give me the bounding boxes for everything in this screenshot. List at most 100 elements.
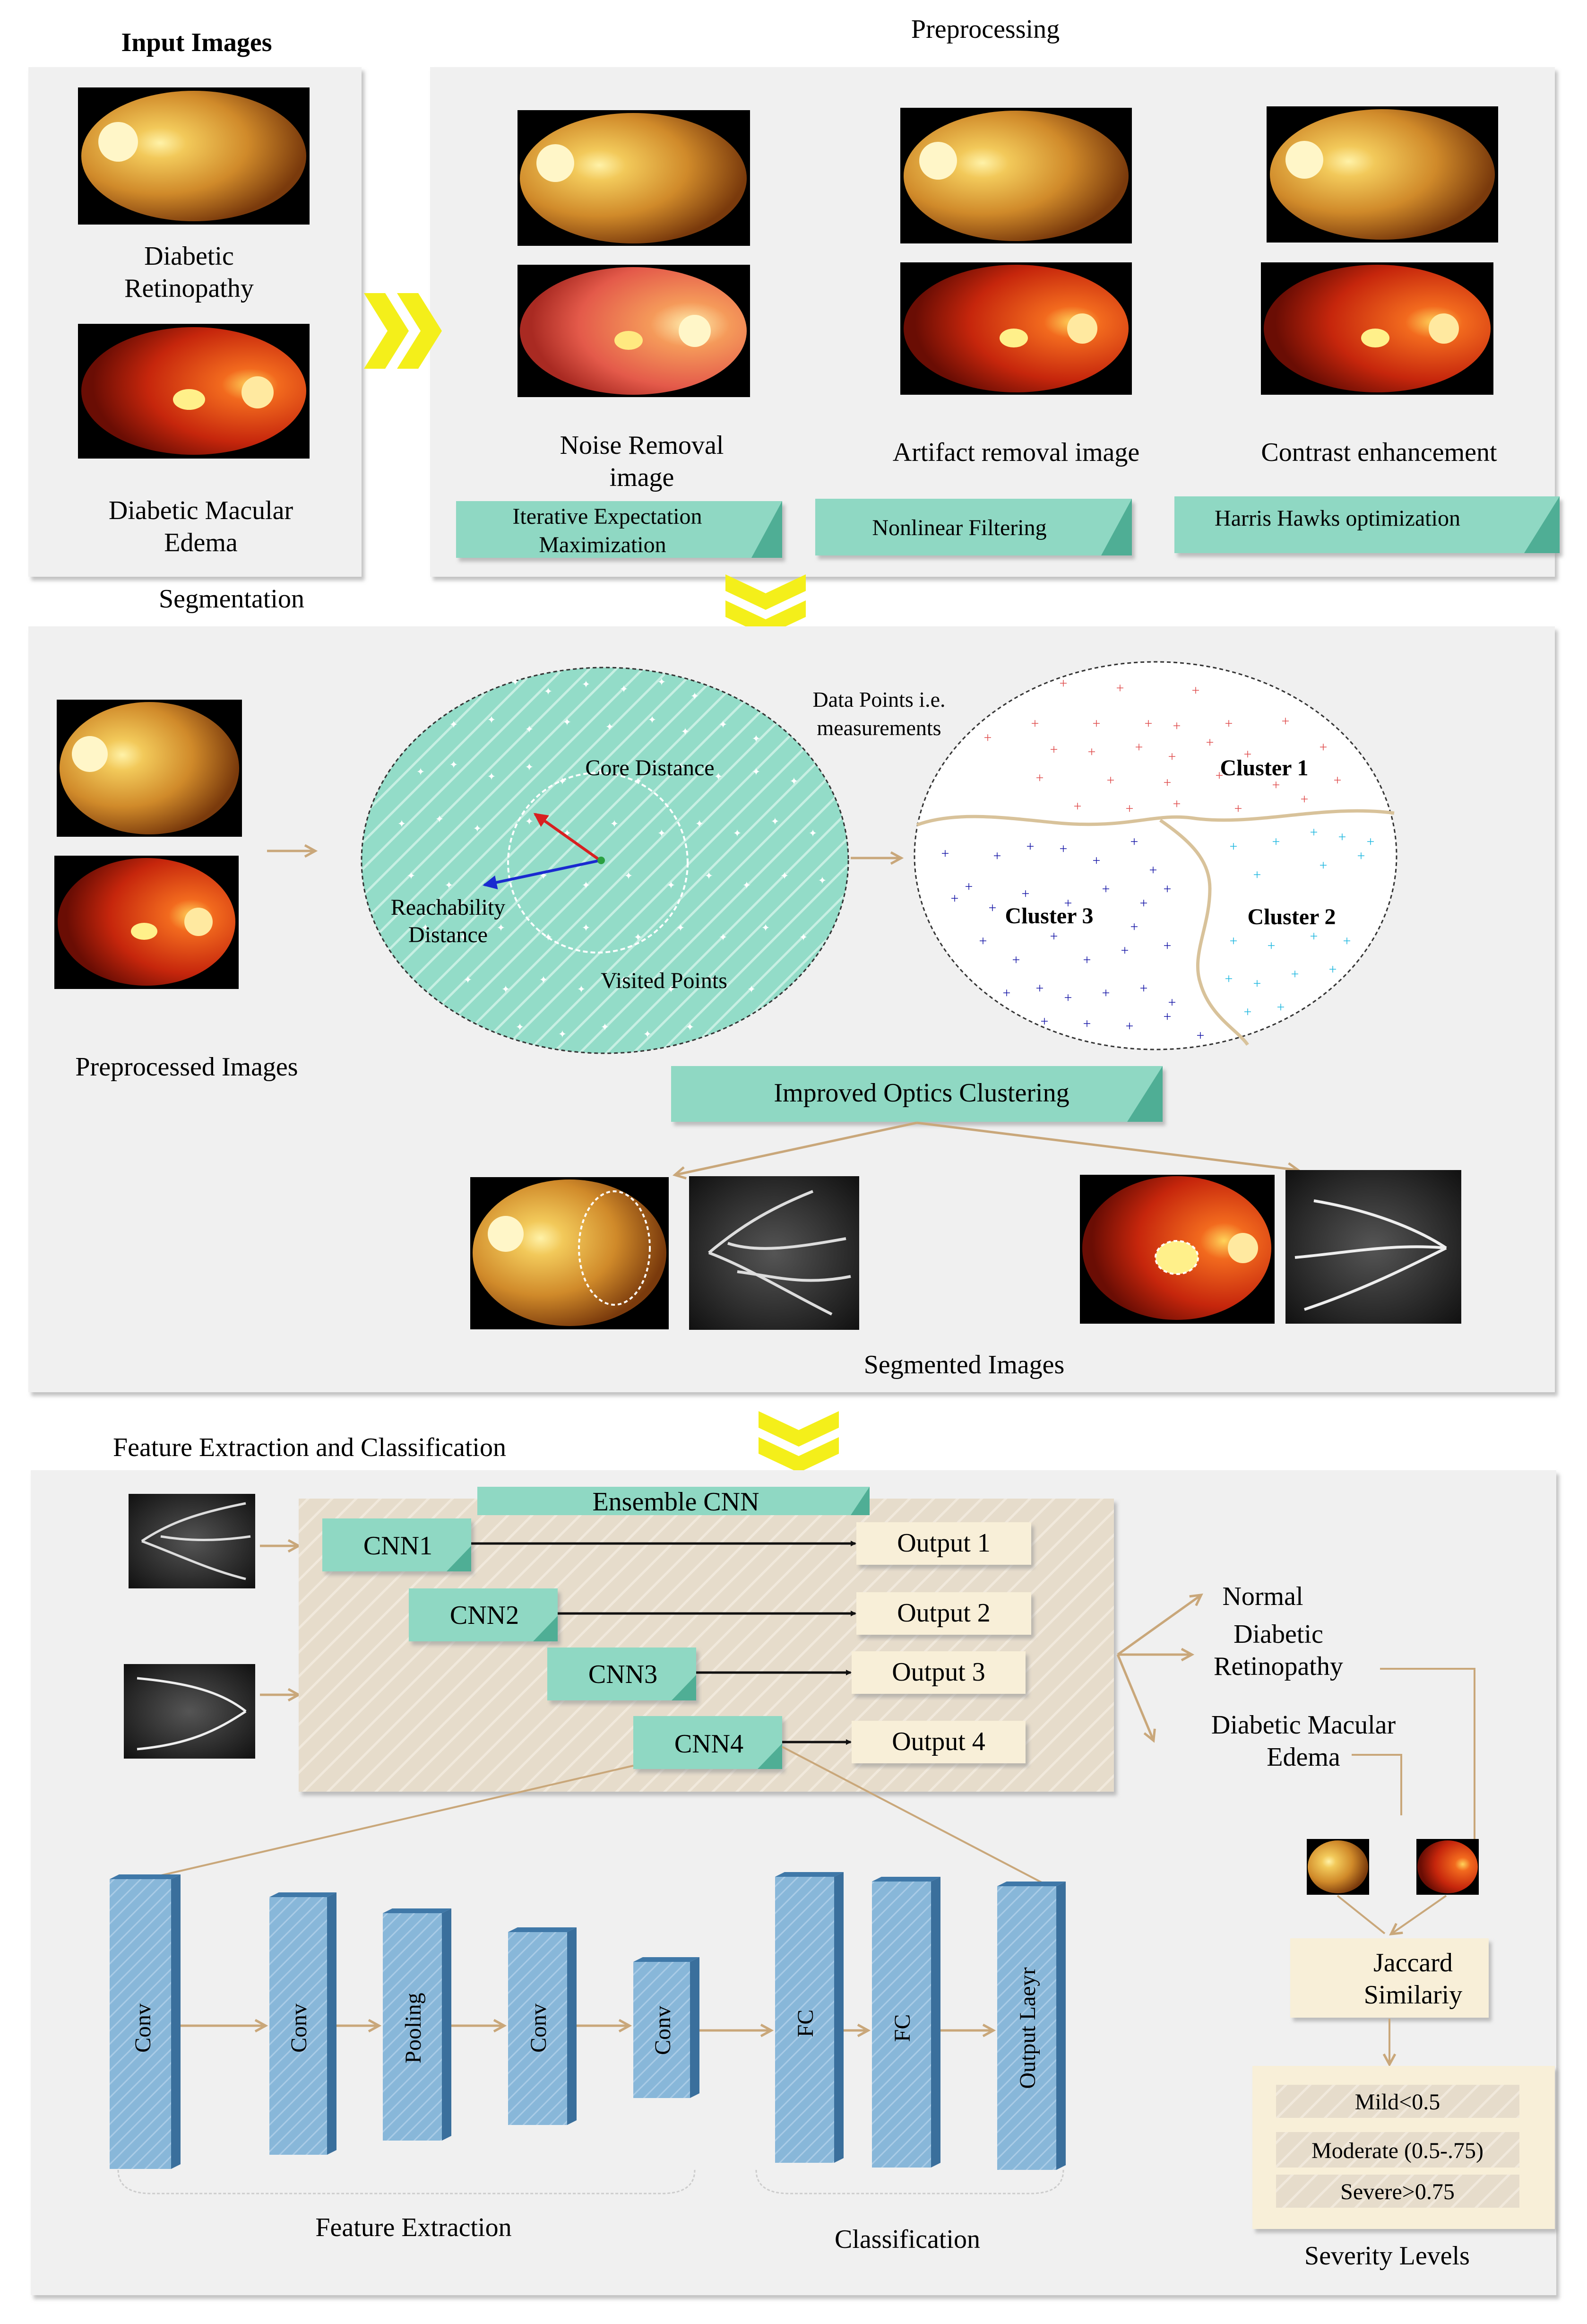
svg-text:+: + <box>1064 895 1072 911</box>
segmentation-heading: Segmentation <box>159 584 304 614</box>
feature-extraction-classification-heading: Feature Extraction and Classification <box>113 1433 506 1462</box>
svg-text:✦: ✦ <box>516 1021 524 1033</box>
svg-text:+: + <box>1230 839 1238 854</box>
svg-text:+: + <box>1041 1014 1049 1029</box>
svg-text:+: + <box>1130 834 1138 850</box>
tag-iem-line2: Maximization <box>539 532 666 557</box>
svg-text:✦: ✦ <box>771 815 779 827</box>
svg-text:✦: ✦ <box>397 818 406 830</box>
svg-text:+: + <box>1310 928 1318 944</box>
svg-text:+: + <box>1230 933 1238 949</box>
classification-label: Classification <box>835 2225 980 2254</box>
input-dme-label-line2: Edema <box>164 528 238 557</box>
svg-text:✦: ✦ <box>761 922 770 934</box>
svg-text:+: + <box>1093 716 1101 731</box>
svg-text:✦: ✦ <box>695 818 704 830</box>
output-1-label: Output 1 <box>897 1528 991 1558</box>
svg-text:+: + <box>1102 985 1110 1001</box>
svg-text:+: + <box>1253 976 1261 991</box>
cnn3-label: CNN3 <box>588 1660 657 1689</box>
svg-text:+: + <box>1338 829 1346 845</box>
layer-output <box>997 1882 1066 2170</box>
svg-text:✦: ✦ <box>719 931 727 943</box>
svg-text:✦: ✦ <box>473 823 482 834</box>
jaccard-label-line1: Jaccard <box>1373 1948 1453 1977</box>
input-dme-label-line1: Diabetic Macular <box>109 496 293 525</box>
layer-label-conv-4: Conv <box>650 2006 675 2055</box>
improved-optics-clustering-label: Improved Optics Clustering <box>774 1078 1069 1108</box>
feature-extraction-label: Feature Extraction <box>315 2213 511 2242</box>
svg-text:+: + <box>1244 1004 1252 1020</box>
svg-text:+: + <box>1126 1018 1134 1034</box>
chevron-down-icon <box>759 1411 839 1473</box>
svg-text:✦: ✦ <box>582 678 590 690</box>
svg-text:+: + <box>1074 798 1082 814</box>
artifact-removal-label: Artifact removal image <box>893 438 1139 467</box>
svg-text:+: + <box>1060 841 1068 857</box>
svg-text:+: + <box>951 891 959 906</box>
cnn2-box <box>409 1588 558 1641</box>
svg-text:+: + <box>1140 895 1148 911</box>
preprocessed-images-label: Preprocessed Images <box>75 1052 298 1082</box>
svg-text:✦: ✦ <box>620 683 628 695</box>
svg-text:✦: ✦ <box>667 879 675 891</box>
arrow-dr-thumb-to-jaccard <box>1337 1895 1386 1934</box>
svg-text:✦: ✦ <box>686 1021 694 1033</box>
svg-text:✦: ✦ <box>719 719 727 730</box>
svg-text:✦: ✦ <box>449 759 458 771</box>
svg-text:+: + <box>1173 718 1181 734</box>
class-dme-label-line2: Edema <box>1267 1743 1340 1772</box>
cnn4-expand-left <box>134 1765 634 1882</box>
reachability-distance-line1: Reachability <box>391 895 506 920</box>
class-dr-label-line2: Retinopathy <box>1214 1652 1343 1681</box>
svg-text:✦: ✦ <box>780 870 789 882</box>
layer-label-conv-1: Conv <box>130 2003 155 2053</box>
svg-text:+: + <box>1277 999 1285 1015</box>
noise-removal-label-line2: image <box>610 463 674 492</box>
svg-text:+: + <box>1060 676 1068 691</box>
svg-text:✦: ✦ <box>464 974 472 986</box>
dme-to-jaccard-line <box>1352 1754 1402 1815</box>
segmented-dme-image <box>1080 1175 1275 1324</box>
svg-text:✦: ✦ <box>752 766 760 778</box>
cnn3-box <box>547 1648 696 1700</box>
svg-text:+: + <box>1031 716 1039 731</box>
optics-core-distance-diagram: ✦✦✦✦✦✦ ✦✦✦✦✦✦✦✦✦ ✦✦✦✦✦✦✦✦✦✦✦ ✦✦✦✦✦✦✦✦✦✦✦… <box>361 667 849 1054</box>
segmented-dr-image <box>470 1177 669 1329</box>
svg-text:✦: ✦ <box>596 766 604 778</box>
cnn4-expand-right <box>782 1746 1045 1885</box>
input-vessel-image <box>129 1494 255 1588</box>
input-images-heading: Input Images <box>121 28 272 57</box>
reachability-distance-line2: Distance <box>408 922 488 947</box>
output-3-label: Output 3 <box>892 1657 985 1687</box>
svg-text:✦: ✦ <box>449 719 458 730</box>
svg-text:+: + <box>1083 952 1091 968</box>
chevron-right-icon <box>364 293 442 369</box>
svg-text:+: + <box>1343 933 1351 949</box>
svg-text:+: + <box>1050 928 1058 944</box>
jaccard-dme-thumbnail <box>1416 1839 1479 1895</box>
svg-text:✦: ✦ <box>544 685 552 697</box>
noise-removal-label-line1: Noise Removal <box>560 431 724 460</box>
svg-text:✦: ✦ <box>742 879 751 891</box>
svg-text:+: + <box>1164 1009 1172 1024</box>
svg-text:✦: ✦ <box>681 726 690 737</box>
svg-text:+: + <box>1107 772 1115 788</box>
svg-text:+: + <box>1329 962 1337 977</box>
svg-text:✦: ✦ <box>497 922 505 934</box>
jaccard-label-line2: Similariy <box>1364 1980 1462 2010</box>
svg-text:+: + <box>1116 680 1124 696</box>
noise-removal-dr-image <box>518 110 750 246</box>
svg-text:+: + <box>1083 1016 1091 1032</box>
svg-text:+: + <box>1291 966 1299 982</box>
svg-text:+: + <box>984 730 992 746</box>
svg-text:✦: ✦ <box>709 974 718 986</box>
svg-text:✦: ✦ <box>487 771 496 782</box>
output-2-box <box>856 1592 1031 1635</box>
layer-conv-4 <box>633 1957 699 2098</box>
svg-text:✦: ✦ <box>624 870 633 882</box>
svg-text:✦: ✦ <box>501 983 510 995</box>
data-points-label-line1: Data Points i.e. <box>812 687 945 711</box>
svg-text:+: + <box>1268 938 1276 954</box>
